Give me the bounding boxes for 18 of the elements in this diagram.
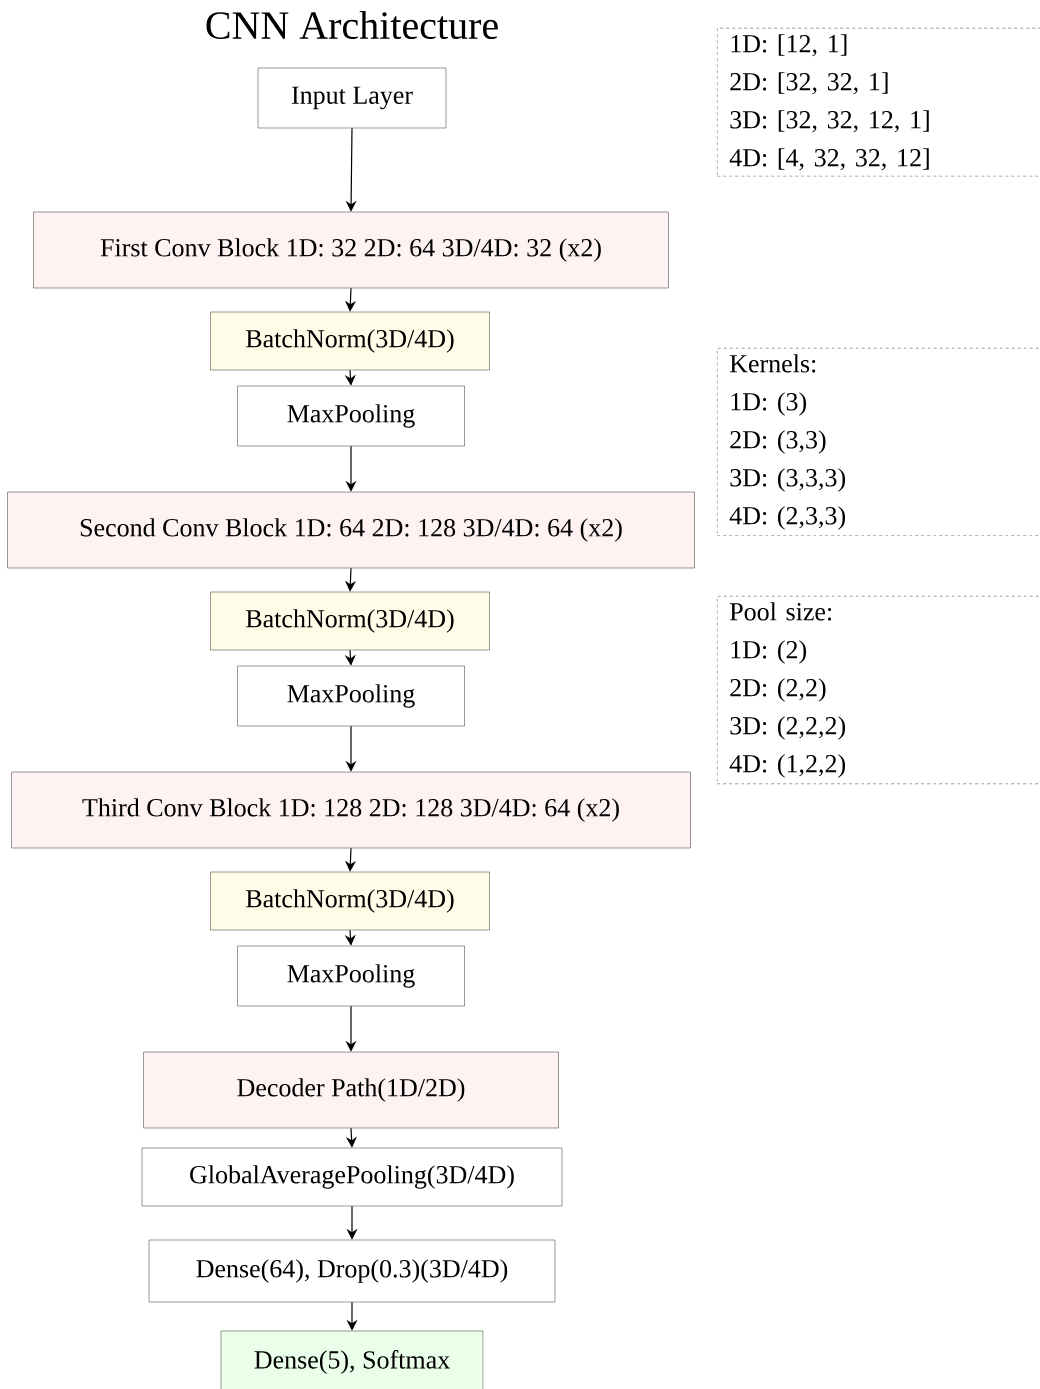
layer-box: MaxPooling — [237, 945, 465, 1007]
batchnorm-box: BatchNorm(3D/4D) — [210, 591, 490, 651]
conv-block-box: First Conv Block 1D: 32 2D: 64 3D/4D: 32 (x2) — [33, 211, 669, 289]
info-box: Kernels: 1D: (3) 2D: (3,3) 3D: (3,3,3) 4D: (2,3,3) — [717, 348, 1040, 536]
conv-block-box: Second Conv Block 1D: 64 2D: 128 3D/4D: 64 (x2) — [7, 491, 695, 569]
layer-box: Input Layer — [257, 67, 447, 129]
conv-block-box: Decoder Path(1D/2D) — [143, 1051, 559, 1129]
title: CNN Architecture — [206, 10, 498, 40]
batchnorm-box: BatchNorm(3D/4D) — [210, 311, 490, 371]
layer-box: MaxPooling — [237, 385, 465, 447]
batchnorm-box: BatchNorm(3D/4D) — [210, 871, 490, 931]
conv-block-box: Third Conv Block 1D: 128 2D: 128 3D/4D: 64 (x2) — [11, 771, 691, 849]
layer-box: MaxPooling — [237, 665, 465, 727]
output-box: Dense(5), Softmax — [220, 1330, 484, 1389]
layer-box: GlobalAveragePooling(3D/4D) — [141, 1147, 563, 1207]
info-box: Pool size: 1D: (2) 2D: (2,2) 3D: (2,2,2) 4D: (1,2,2) — [717, 596, 1040, 784]
info-box: 1D: [12, 1] 2D: [32, 32, 1] 3D: [32, 32, 12, 1] 4D: [4, 32, 32, 12] — [717, 28, 1040, 177]
layer-box: Dense(64), Drop(0.3)(3D/4D) — [148, 1239, 556, 1303]
